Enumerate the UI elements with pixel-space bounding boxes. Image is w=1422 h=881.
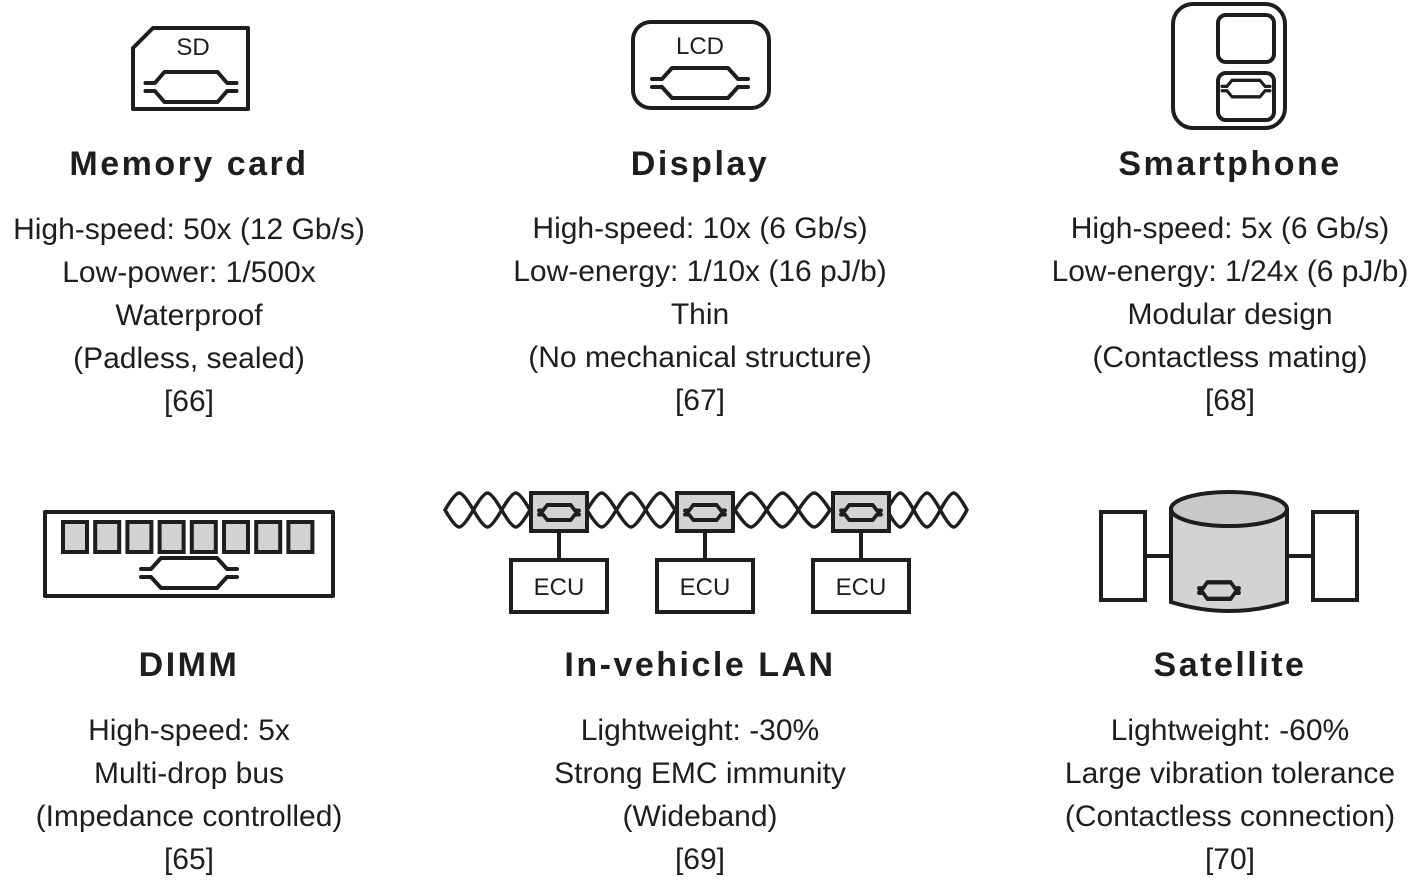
spec-line: (Impedance controlled) — [35, 800, 343, 833]
card-dimm: DIMM High-speed: 5x Multi-drop bus (Impe… — [0, 0, 426, 878]
ecu-node: ECU — [509, 491, 609, 614]
phone-module-bottom — [1216, 71, 1276, 122]
card-spec-list: Lightweight: -30% Strong EMC immunity (W… — [463, 709, 937, 881]
card-spec-list: Lightweight: -60% Large vibration tolera… — [993, 709, 1422, 881]
spec-line: Thin — [670, 298, 730, 331]
ecu-label: ECU — [534, 574, 585, 601]
reference-citation: [70] — [1204, 843, 1256, 876]
spec-line: (Contactless connection) — [1064, 800, 1396, 833]
spec-line: High-speed: 5x — [88, 714, 290, 747]
satellite-body — [1169, 507, 1289, 613]
sd-card-label: SD — [176, 34, 209, 61]
card-memory-card: SD Memory card High-speed: 50x (12 Gb/s)… — [0, 0, 426, 439]
dimm-chip-icon — [93, 520, 122, 554]
spec-line: (Wideband) — [622, 800, 778, 833]
ecu-node: ECU — [811, 491, 911, 614]
ecu-label: ECU — [680, 574, 731, 601]
card-title: Satellite — [1153, 646, 1307, 684]
spec-line: High-speed: 10x (6 Gb/s) — [532, 212, 868, 245]
card-display: LCD Display High-speed: 10x (6 Gb/s) Low… — [463, 0, 937, 439]
reference-citation: [69] — [674, 843, 726, 876]
satellite-top — [1169, 490, 1289, 528]
ecu-label: ECU — [836, 574, 887, 601]
spec-line: High-speed: 50x (12 Gb/s) — [13, 213, 365, 246]
spec-line: (No mechanical structure) — [528, 341, 872, 374]
spec-line: Multi-drop bus — [93, 757, 285, 790]
ecu-node: ECU — [655, 491, 755, 614]
card-title: Smartphone — [1118, 145, 1342, 183]
spec-line: Large vibration tolerance — [1064, 757, 1396, 790]
card-spec-list: High-speed: 5x Multi-drop bus (Impedance… — [0, 709, 426, 881]
card-spec-list: High-speed: 50x (12 Gb/s) Low-power: 1/5… — [0, 208, 426, 423]
spec-line: Strong EMC immunity — [554, 757, 846, 790]
lcd-display-icon: LCD — [631, 20, 771, 110]
dimm-chip-icon — [286, 520, 315, 554]
dimm-chip-icon — [61, 520, 89, 554]
reference-citation: [66] — [163, 385, 215, 418]
card-satellite: Satellite Lightweight: -60% Large vibrat… — [993, 0, 1422, 878]
spec-line: Low-energy: 1/10x (16 pJ/b) — [513, 255, 887, 288]
card-spec-list: High-speed: 10x (6 Gb/s) Low-energy: 1/1… — [463, 207, 937, 422]
spec-line: Lightweight: -60% — [1110, 714, 1350, 747]
ecu-box — [655, 558, 755, 614]
card-title: Memory card — [69, 145, 309, 183]
spec-line: Low-energy: 1/24x (6 pJ/b) — [1051, 255, 1409, 288]
card-in-vehicle-lan: ECU ECU ECU In-vehicle LAN Lightweight: -3… — [443, 0, 969, 881]
card-title: In-vehicle LAN — [564, 646, 836, 684]
dimm-chip-icon — [254, 520, 283, 554]
coupler-icon — [139, 556, 239, 590]
spec-line: Lightweight: -30% — [580, 714, 820, 747]
twisted-pair-ecu-network-icon: ECU ECU ECU — [443, 491, 969, 614]
modular-smartphone-icon — [1171, 2, 1287, 130]
card-smartphone: Smartphone High-speed: 5x (6 Gb/s) Low-e… — [993, 0, 1422, 439]
card-title: Display — [630, 145, 770, 183]
phone-module-top — [1216, 13, 1276, 64]
card-spec-list: High-speed: 5x (6 Gb/s) Low-energy: 1/24… — [993, 207, 1422, 422]
dimm-chip-row — [61, 520, 315, 554]
card-title: DIMM — [138, 646, 240, 684]
reference-citation: [68] — [1204, 384, 1256, 417]
solar-panel-right — [1311, 510, 1359, 602]
spec-line: Waterproof — [115, 299, 263, 332]
lcd-label: LCD — [676, 33, 724, 60]
dimm-chip-icon — [125, 520, 154, 554]
reference-citation: [67] — [674, 384, 726, 417]
dimm-module-icon — [43, 510, 335, 598]
dimm-chip-icon — [222, 520, 250, 554]
spec-line: Modular design — [1127, 298, 1333, 331]
dimm-chip-icon — [189, 520, 218, 554]
spec-line: Low-power: 1/500x — [62, 256, 316, 289]
solar-panel-left — [1099, 510, 1147, 602]
ecu-box — [811, 558, 911, 614]
sd-card-icon: SD — [131, 26, 250, 111]
satellite-icon — [1099, 490, 1359, 613]
spec-line: High-speed: 5x (6 Gb/s) — [1070, 212, 1390, 245]
spec-line: (Padless, sealed) — [73, 342, 305, 375]
dimm-chip-icon — [157, 520, 186, 554]
ecu-box — [509, 558, 609, 614]
spec-line: (Contactless mating) — [1092, 341, 1368, 374]
reference-citation: [65] — [163, 843, 215, 876]
